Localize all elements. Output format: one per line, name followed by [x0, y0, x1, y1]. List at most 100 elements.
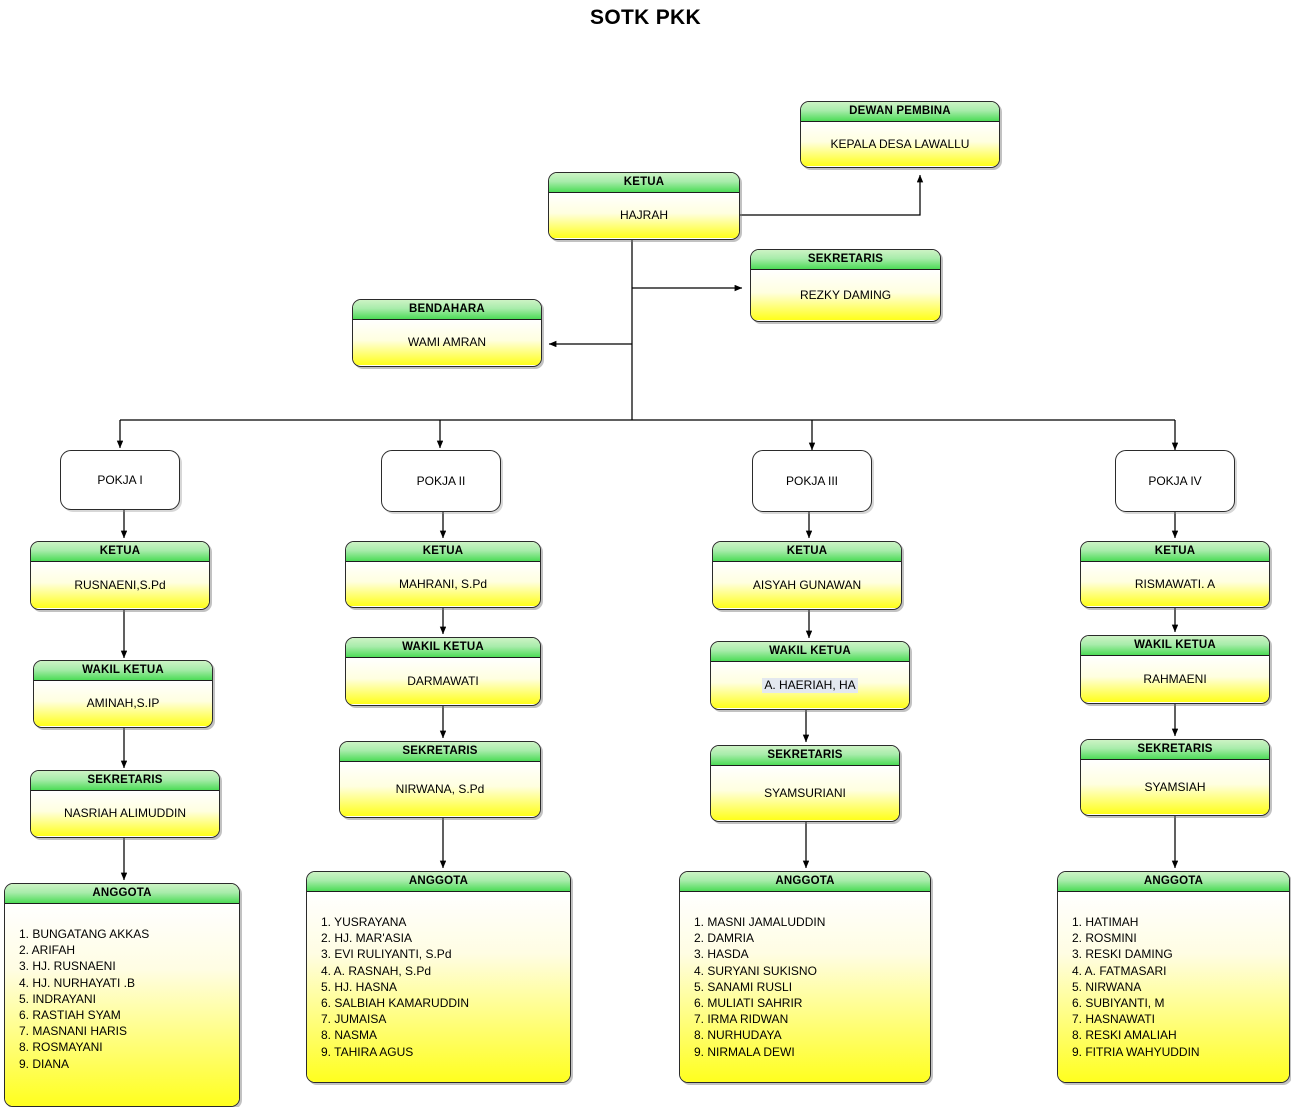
node-pokja-2[interactable]: POKJA II: [381, 450, 501, 512]
pokja-1-anggota-header: ANGGOTA: [5, 884, 239, 904]
list-item: 4. A. RASNAH, S.Pd: [321, 963, 432, 978]
list-item: 4. HJ. NURHAYATI .B: [19, 975, 136, 990]
pokja-3-ketua-name: AISYAH GUNAWAN: [713, 562, 901, 608]
list-item: 2. DAMRIA: [694, 931, 755, 946]
sekretaris-name: REZKY DAMING: [751, 270, 940, 320]
pokja-3-ketua-header: KETUA: [713, 542, 901, 562]
list-item: 4. SURYANI SUKISNO: [694, 963, 817, 978]
node-pokja-2-sekretaris[interactable]: SEKRETARIS NIRWANA, S.Pd: [339, 741, 541, 818]
pokja-3-sekretaris-name: SYAMSURIANI: [711, 766, 899, 820]
dewan-pembina-header: DEWAN PEMBINA: [801, 102, 999, 122]
node-pokja-4-wakil[interactable]: WAKIL KETUA RAHMAENI: [1080, 635, 1270, 704]
pokja-1-sekretaris-header: SEKRETARIS: [31, 771, 219, 791]
bendahara-name: WAMI AMRAN: [353, 320, 541, 365]
pokja-2-sekretaris-name: NIRWANA, S.Pd: [340, 762, 540, 816]
pokja-3-title: POKJA III: [785, 474, 839, 488]
node-pokja-4[interactable]: POKJA IV: [1115, 450, 1235, 512]
pokja-2-sekretaris-header: SEKRETARIS: [340, 742, 540, 762]
list-item: 3. HASDA: [694, 947, 749, 962]
node-sekretaris[interactable]: SEKRETARIS REZKY DAMING: [750, 249, 941, 322]
list-item: 9. FITRIA WAHYUDDIN: [1072, 1044, 1200, 1059]
pokja-3-anggota-header: ANGGOTA: [680, 872, 930, 892]
pokja-1-wakil-name: AMINAH,S.IP: [34, 681, 212, 726]
pokja-4-wakil-name: RAHMAENI: [1081, 656, 1269, 702]
pokja-2-ketua-name: MAHRANI, S.Pd: [346, 562, 540, 606]
node-pokja-2-wakil[interactable]: WAKIL KETUA DARMAWATI: [345, 637, 541, 706]
list-item: 9. NIRMALA DEWI: [694, 1044, 795, 1059]
list-item: 5. NIRWANA: [1072, 979, 1142, 994]
list-item: 6. SUBIYANTI, M: [1072, 996, 1165, 1011]
node-pokja-3-sekretaris[interactable]: SEKRETARIS SYAMSURIANI: [710, 745, 900, 822]
pokja-4-ketua-name: RISMAWATI. A: [1081, 562, 1269, 606]
node-pokja-1[interactable]: POKJA I: [60, 450, 180, 510]
node-dewan-pembina[interactable]: DEWAN PEMBINA KEPALA DESA LAWALLU: [800, 101, 1000, 168]
pokja-4-sekretaris-header: SEKRETARIS: [1081, 740, 1269, 760]
pokja-1-title: POKJA I: [97, 473, 143, 487]
ketua-name: HAJRAH: [549, 193, 739, 238]
pokja-1-ketua-name: RUSNAENI,S.Pd: [31, 562, 209, 608]
list-item: 8. ROSMAYANI: [19, 1040, 103, 1055]
pokja-3-wakil-body: A. HAERIAH, HA: [711, 662, 909, 708]
pokja-4-title: POKJA IV: [1148, 474, 1202, 488]
node-pokja-1-ketua[interactable]: KETUA RUSNAENI,S.Pd: [30, 541, 210, 610]
list-item: 5. INDRAYANI: [19, 991, 96, 1006]
node-ketua[interactable]: KETUA HAJRAH: [548, 172, 740, 240]
list-item: 4. A. FATMASARI: [1072, 963, 1167, 978]
node-pokja-3-ketua[interactable]: KETUA AISYAH GUNAWAN: [712, 541, 902, 610]
list-item: 1. HATIMAH: [1072, 915, 1139, 929]
node-pokja-4-ketua[interactable]: KETUA RISMAWATI. A: [1080, 541, 1270, 608]
list-item: 6. MULIATI SAHRIR: [694, 996, 803, 1011]
list-item: 9. TAHIRA AGUS: [321, 1044, 414, 1059]
list-item: 6. SALBIAH KAMARUDDIN: [321, 996, 470, 1011]
list-item: 5. SANAMI RUSLI: [694, 979, 793, 994]
list-item: 3. HJ. RUSNAENI: [19, 959, 116, 974]
pokja-1-ketua-header: KETUA: [31, 542, 209, 562]
list-item: 1. YUSRAYANA: [321, 915, 407, 929]
node-pokja-3[interactable]: POKJA III: [752, 450, 872, 512]
pokja-4-sekretaris-name: SYAMSIAH: [1081, 760, 1269, 814]
bendahara-header: BENDAHARA: [353, 300, 541, 320]
node-pokja-1-sekretaris[interactable]: SEKRETARIS NASRIAH ALIMUDDIN: [30, 770, 220, 838]
list-item: 8. RESKI AMALIAH: [1072, 1028, 1177, 1043]
list-item: 7. IRMA RIDWAN: [694, 1012, 789, 1027]
pokja-4-wakil-header: WAKIL KETUA: [1081, 636, 1269, 656]
list-item: 5. HJ. HASNA: [321, 979, 398, 994]
node-bendahara[interactable]: BENDAHARA WAMI AMRAN: [352, 299, 542, 367]
list-item: 1. BUNGATANG AKKAS: [19, 927, 150, 941]
pokja-3-wakil-header: WAKIL KETUA: [711, 642, 909, 662]
sekretaris-header: SEKRETARIS: [751, 250, 940, 270]
pokja-3-wakil-name: A. HAERIAH, HA: [762, 677, 858, 693]
pokja-2-title: POKJA II: [416, 474, 466, 488]
list-item: 7. MASNANI HARIS: [19, 1024, 128, 1039]
list-item: 8. NURHUDAYA: [694, 1028, 782, 1043]
node-pokja-2-ketua[interactable]: KETUA MAHRANI, S.Pd: [345, 541, 541, 608]
pokja-4-anggota-header: ANGGOTA: [1058, 872, 1289, 892]
node-pokja-4-sekretaris[interactable]: SEKRETARIS SYAMSIAH: [1080, 739, 1270, 816]
pokja-1-wakil-header: WAKIL KETUA: [34, 661, 212, 681]
pokja-4-ketua-header: KETUA: [1081, 542, 1269, 562]
list-item: 2. HJ. MAR'ASIA: [321, 931, 412, 946]
list-item: 8. NASMA: [321, 1028, 378, 1043]
node-pokja-1-wakil[interactable]: WAKIL KETUA AMINAH,S.IP: [33, 660, 213, 728]
list-item: 7. HASNAWATI: [1072, 1012, 1155, 1027]
list-item: 6. RASTIAH SYAM: [19, 1008, 121, 1023]
list-item: 9. DIANA: [19, 1056, 70, 1071]
node-pokja-3-wakil[interactable]: WAKIL KETUA A. HAERIAH, HA: [710, 641, 910, 710]
pokja-2-anggota-header: ANGGOTA: [307, 872, 570, 892]
dewan-pembina-name: KEPALA DESA LAWALLU: [801, 122, 999, 166]
list-item: 2. ARIFAH: [19, 943, 76, 958]
list-item: 1. MASNI JAMALUDDIN: [694, 915, 826, 929]
pokja-2-wakil-header: WAKIL KETUA: [346, 638, 540, 658]
list-item: 3. RESKI DAMING: [1072, 947, 1173, 962]
pokja-2-wakil-name: DARMAWATI: [346, 658, 540, 704]
page-title: SOTK PKK: [590, 6, 701, 29]
pokja-2-ketua-header: KETUA: [346, 542, 540, 562]
ketua-header: KETUA: [549, 173, 739, 193]
